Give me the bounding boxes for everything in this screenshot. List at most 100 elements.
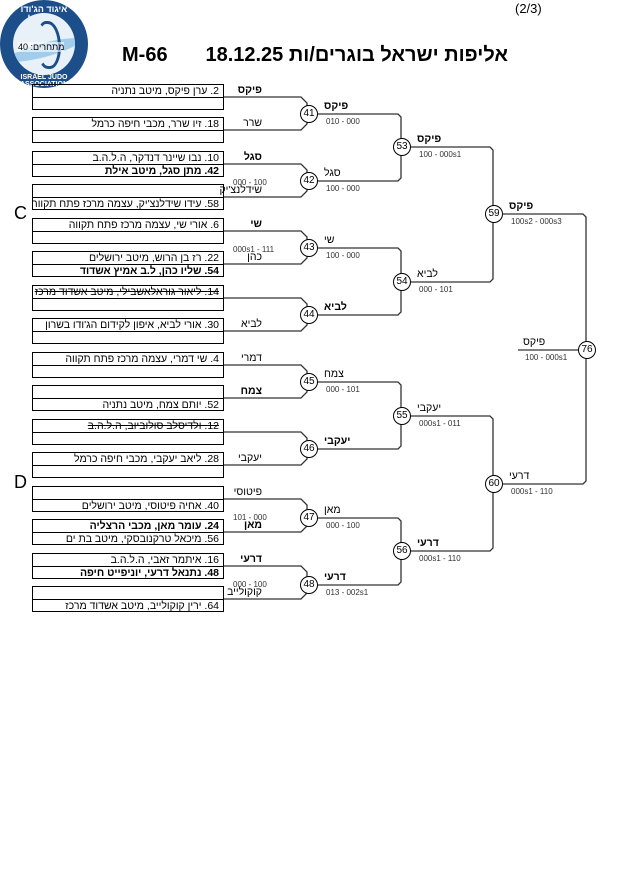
pool-label-d: D <box>14 472 27 492</box>
advance-line <box>318 416 402 450</box>
advance-line <box>318 517 402 551</box>
empty-slot <box>33 185 223 198</box>
competitor-label: שרר <box>243 117 262 129</box>
winner-label: יעקבי <box>324 435 351 447</box>
connector-line <box>224 449 308 466</box>
winner-label: לביא <box>324 301 347 313</box>
athlete-entry: 12. ולדיסלב סולוביוב, ה.ל.ה.ב <box>33 420 223 433</box>
match-number-circle[interactable]: 56 <box>393 542 411 560</box>
advance-line <box>411 415 494 484</box>
match-score: 000 - 101 <box>326 385 360 394</box>
competitor-label: מאן <box>244 519 262 531</box>
connector-line <box>224 297 308 315</box>
empty-slot <box>33 332 223 344</box>
winner-label: פיקס <box>324 100 349 112</box>
athlete-pair-box: 64. ירין קוקולייב, מיטב אשדוד מרכז <box>32 586 224 612</box>
match-number-circle[interactable]: 48 <box>300 576 318 594</box>
match-score: 000 - 100 <box>233 178 267 187</box>
athlete-pair-box: 30. אורי לביא, איפון לקידום הג'ודו בשרון <box>32 318 224 344</box>
athlete-entry: 64. ירין קוקולייב, מיטב אשדוד מרכז <box>65 600 219 612</box>
winner-label: סגל <box>324 167 341 179</box>
match-score: 100 - 000s1 <box>525 353 568 362</box>
athlete-pair-box: 58. עידו שידלנצ'יק, עצמה מרכז פתח תקווה <box>32 184 224 210</box>
match-number-circle[interactable]: 44 <box>300 306 318 324</box>
match-number-circle[interactable]: 53 <box>393 138 411 156</box>
empty-slot <box>33 433 223 445</box>
match-number-circle[interactable]: 54 <box>393 273 411 291</box>
athlete-entry: 24. עומר מאן, מכבי הרצליה <box>33 520 223 533</box>
athlete-entry: 48. נתנאל דרעי, יוניפייט חיפה <box>79 567 219 579</box>
competitor-label: יעקבי <box>237 452 262 464</box>
match-score: 000 - 100 <box>326 521 360 530</box>
match-score: 000s1 - 110 <box>419 554 461 563</box>
page-number: (2/3) <box>515 1 542 16</box>
competitor-label: כהן <box>247 251 262 263</box>
competitor-label: קוקולייב <box>227 586 262 598</box>
match-score: 101 - 000 <box>233 513 267 522</box>
athlete-entry: 52. יותם צמח, מיטב נתניה <box>102 399 219 411</box>
page-title: אליפות ישראל בוגרים/ות 18.12.25 <box>205 44 508 66</box>
winner-label: דרעי <box>509 470 530 482</box>
winner-label: שי <box>324 234 335 246</box>
competitor-label: דמרי <box>240 352 262 364</box>
empty-slot <box>33 487 223 500</box>
athlete-entry: 54. שליו כהן, ל.ב אמיץ אשדוד <box>79 265 219 277</box>
match-number-circle[interactable]: 55 <box>393 407 411 425</box>
athlete-entry: 42. מתן סגל, מיטב אילת <box>104 165 219 177</box>
competitor-label: צמח <box>240 385 262 397</box>
athlete-pair-box: 4. שי דמרי, עצמה מרכז פתח תקווה <box>32 352 224 378</box>
connector-line <box>224 431 308 449</box>
athlete-pair-box: 2. ערן פיקס, מיטב נתניה <box>32 84 224 110</box>
advance-line <box>318 282 402 316</box>
match-number-circle[interactable]: 59 <box>485 205 503 223</box>
match-number-circle[interactable]: 43 <box>300 239 318 257</box>
match-number-circle[interactable]: 76 <box>578 341 596 359</box>
advance-line <box>503 350 587 485</box>
athlete-entry: 4. שי דמרי, עצמה מרכז פתח תקווה <box>33 353 223 366</box>
match-number-circle[interactable]: 60 <box>485 475 503 493</box>
match-number-circle[interactable]: 45 <box>300 373 318 391</box>
empty-slot <box>33 587 223 600</box>
empty-slot <box>33 98 223 110</box>
match-score: 000s1 - 011 <box>419 419 461 428</box>
advance-line <box>318 551 402 586</box>
athlete-entry: 2. ערן פיקס, מיטב נתניה <box>33 85 223 98</box>
connector-line <box>224 382 308 399</box>
empty-slot <box>33 366 223 378</box>
athlete-pair-box: 12. ולדיסלב סולוביוב, ה.ל.ה.ב <box>32 419 224 445</box>
match-number-circle[interactable]: 42 <box>300 172 318 190</box>
match-score: 100 - 000 <box>326 251 360 260</box>
athlete-pair-box: 40. אחיה פיטוסי, מיטב ירושלים <box>32 486 224 512</box>
winner-label: פיקס <box>417 133 442 145</box>
empty-slot <box>33 466 223 478</box>
athlete-entry: 18. זיו שרר, מכבי חיפה כרמל <box>33 118 223 131</box>
winner-label: מאן <box>324 504 341 516</box>
advance-line <box>411 214 494 283</box>
competitor-label: פיקס <box>237 84 262 96</box>
israel-judo-association-logo: איגוד הג'ודו בישראל מתחרים: 40 ISRAEL JU… <box>0 0 88 88</box>
athlete-pair-box: 52. יותם צמח, מיטב נתניה <box>32 385 224 411</box>
athlete-entry: 28. ליאב יעקבי, מכבי חיפה כרמל <box>33 453 223 466</box>
advance-line <box>318 247 402 282</box>
competitor-label: פיטוסי <box>233 486 262 498</box>
match-number-circle[interactable]: 46 <box>300 440 318 458</box>
athlete-entry: 16. איתמר זאבי, ה.ל.ה.ב <box>33 554 223 567</box>
match-number-circle[interactable]: 41 <box>300 105 318 123</box>
match-score: 010 - 000 <box>326 117 360 126</box>
connector-line <box>224 114 308 131</box>
match-score: 100s2 - 000s3 <box>511 217 562 226</box>
match-number-circle[interactable]: 47 <box>300 509 318 527</box>
winner-label: דרעי <box>324 571 346 583</box>
winner-label: פיקס <box>509 200 534 212</box>
athlete-entry: 30. אורי לביא, איפון לקידום הג'ודו בשרון <box>33 319 223 332</box>
match-score: 000s1 - 110 <box>511 487 553 496</box>
empty-slot <box>33 299 223 311</box>
empty-slot <box>33 386 223 399</box>
advance-line <box>318 381 402 416</box>
athlete-entry: 6. אורי שי, עצמה מרכז פתח תקווה <box>33 219 223 232</box>
match-score: 000 - 100 <box>233 580 267 589</box>
athlete-entry: 22. רז בן הרוש, מיטב ירושלים <box>33 252 223 265</box>
